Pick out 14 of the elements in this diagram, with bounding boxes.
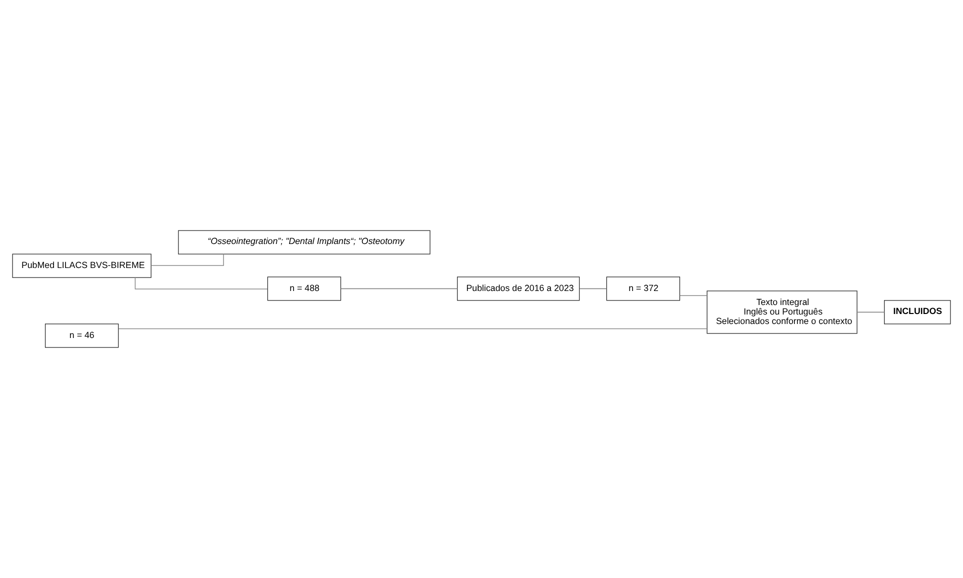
node-box: n = 46 <box>44 324 119 348</box>
connector <box>134 277 268 290</box>
connector <box>856 312 885 313</box>
connector <box>579 288 607 290</box>
connector <box>118 328 708 330</box>
node-box: Publicados de 2016 a 2023 <box>457 276 580 301</box>
node-box: INCLUIDOS <box>884 300 951 324</box>
node-box: n = 372 <box>606 276 680 301</box>
node-box: PubMed LILACS BVS-BIREME <box>12 254 152 278</box>
node-box: n = 488 <box>267 276 342 301</box>
node-box: “Osseointegration”; "Dental Implants“; "Osteotomy <box>178 230 430 254</box>
connector <box>679 295 708 296</box>
connector <box>340 288 458 290</box>
node-box: Texto integral Inglês ou Português Selecionados conforme o contexto <box>706 290 858 334</box>
